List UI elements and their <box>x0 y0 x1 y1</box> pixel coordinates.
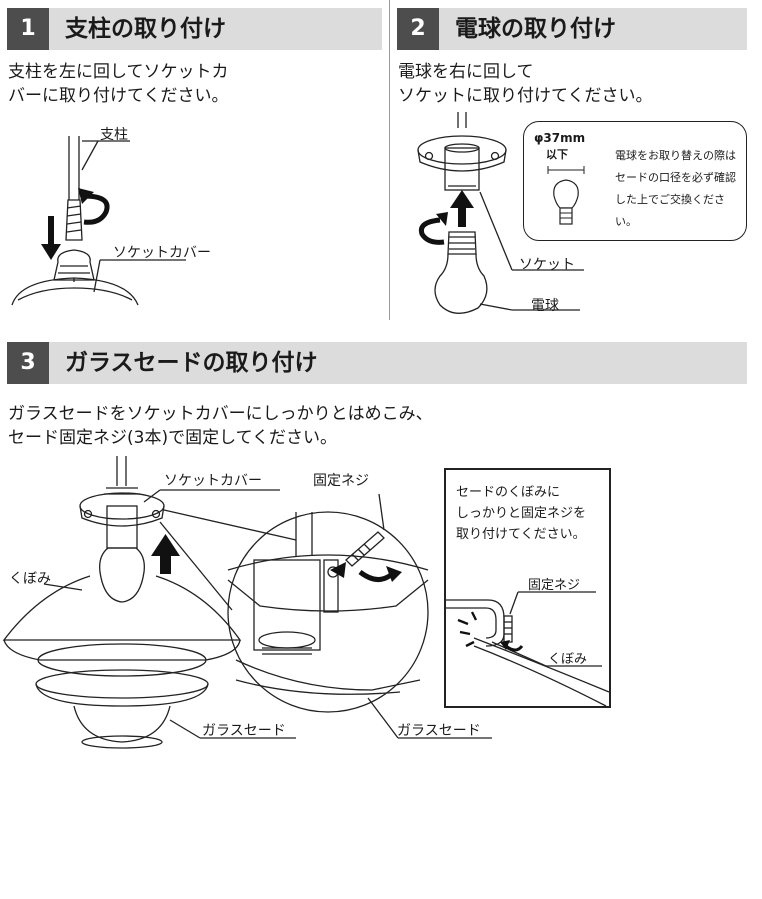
step2-number: 2 <box>397 8 439 50</box>
bulb-spec-size: φ37mm <box>534 131 586 145</box>
step2-title: 電球の取り付け <box>455 16 616 42</box>
inset-text-2: しっかりと固定ネジを <box>456 506 587 521</box>
step2-label-bulb: 電球 <box>531 298 559 314</box>
recess-detail-box: セードのくぼみに しっかりと固定ネジを 取り付けてください。 固定ネジ くぼみ <box>444 468 611 708</box>
step2-header: 2 電球の取り付け <box>397 8 747 50</box>
step1-number: 1 <box>7 8 49 50</box>
bulb-note-text: 電球をお取り替えの際はセードの口径を必ず確認した上でご交換ください。 <box>615 149 736 228</box>
inset-text-3: 取り付けてください。 <box>456 527 586 542</box>
inset-label-recess: くぼみ <box>548 652 588 667</box>
step3-header: 3 ガラスセードの取り付け <box>7 342 747 384</box>
step3-instruction-2: セード固定ネジ(3本)で固定してください。 <box>8 428 338 448</box>
step3-label-socket-cover: ソケットカバー <box>164 473 262 489</box>
step1-instruction-2: バーに取り付けてください。 <box>8 86 229 106</box>
column-divider <box>389 0 390 320</box>
step2-label-socket: ソケット <box>519 257 575 273</box>
step1-label-pillar: 支柱 <box>100 127 128 143</box>
inset-label-fixing-screw: 固定ネジ <box>528 578 581 593</box>
bulb-size-note: φ37mm 以下 電球をお取り替えの際はセードの口径を必ず確認した上でご交換くだ… <box>523 121 747 241</box>
step3-number: 3 <box>7 342 49 384</box>
step2-instruction-2: ソケットに取り付けてください。 <box>398 86 653 106</box>
step2-instruction-1: 電球を右に回して <box>398 62 534 82</box>
step1-header: 1 支柱の取り付け <box>7 8 382 50</box>
step3-label-recess: くぼみ <box>9 571 51 587</box>
recess-detail-illustration <box>446 591 610 707</box>
step1-title: 支柱の取り付け <box>65 16 226 42</box>
bulb-spec-suffix: 以下 <box>546 148 568 161</box>
step3-title: ガラスセードの取り付け <box>65 350 318 376</box>
step3-label-glass-shade-left: ガラスセード <box>202 723 286 739</box>
step1-label-socket-cover: ソケットカバー <box>113 245 211 261</box>
small-bulb-icon <box>547 166 585 225</box>
inset-text-1: セードのくぼみに <box>456 485 561 500</box>
step1-instruction-1: 支柱を左に回してソケットカ <box>8 62 229 82</box>
step3-label-fixing-screw: 固定ネジ <box>313 473 369 489</box>
step3-label-glass-shade-right: ガラスセード <box>397 723 481 739</box>
step3-instruction-1: ガラスセードをソケットカバーにしっかりとはめこみ、 <box>8 404 433 424</box>
